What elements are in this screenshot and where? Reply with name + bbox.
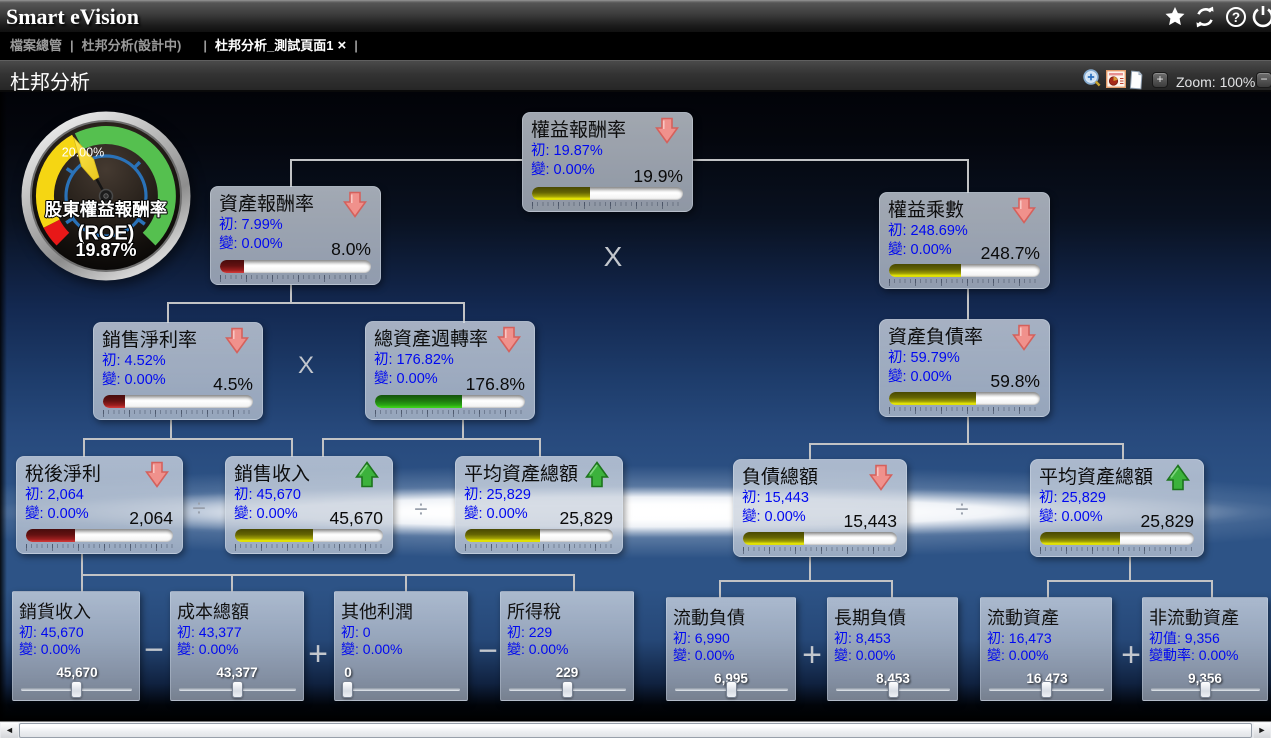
- svg-text:20.00%: 20.00%: [62, 146, 104, 160]
- svg-text:?: ?: [1232, 10, 1240, 25]
- svg-text:19.87%: 19.87%: [75, 240, 136, 260]
- svg-text:股東權益報酬率: 股東權益報酬率: [45, 200, 168, 220]
- svg-text:(ROE): (ROE): [78, 223, 135, 245]
